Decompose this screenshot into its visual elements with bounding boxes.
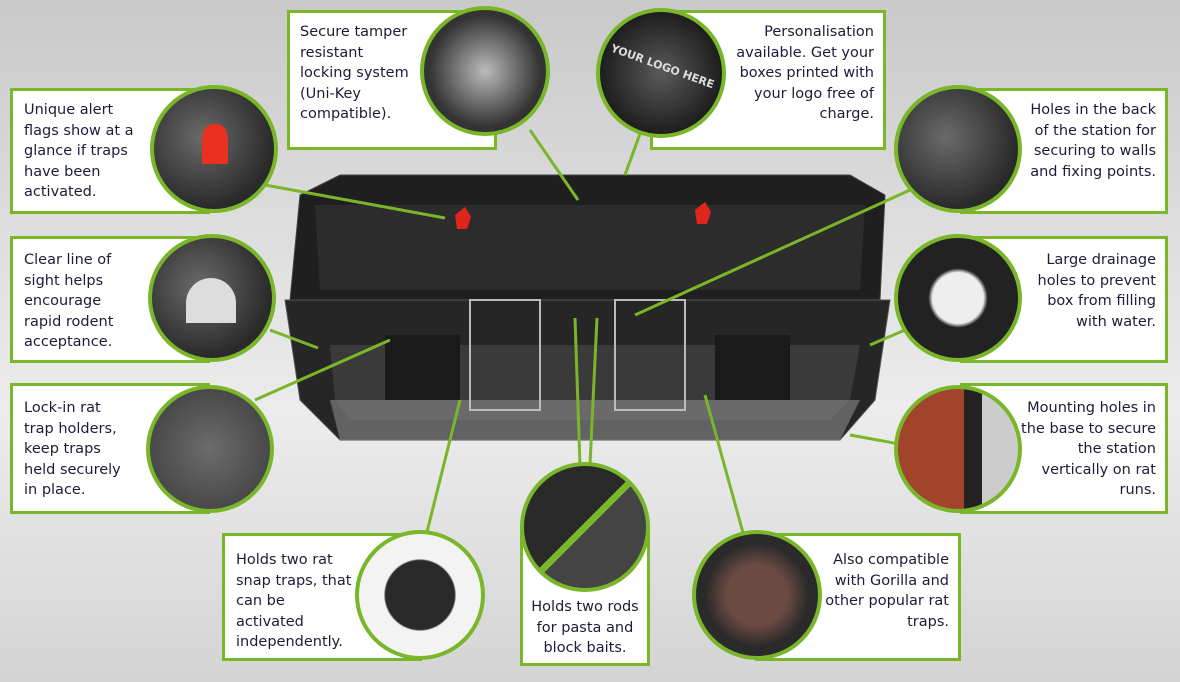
logo-photo: YOUR LOGO HERE xyxy=(596,8,726,138)
trap-holder xyxy=(715,335,790,400)
callout-back-holes-text: Holes in the back of the station for sec… xyxy=(1030,102,1156,180)
snap-trap xyxy=(614,299,686,411)
locking-photo xyxy=(420,6,550,136)
callout-line-of-sight-text: Clear line of sight helps encourage rapi… xyxy=(24,252,114,350)
callout-two-traps-text: Holds two rat snap traps, that can be ac… xyxy=(236,552,352,650)
callout-alert-flags-text: Unique alert flags show at a glance if t… xyxy=(24,102,134,200)
two-traps-photo xyxy=(355,530,485,660)
leader-lines xyxy=(254,119,911,541)
callout-tamper-text: Secure tamper resistant locking system (… xyxy=(300,24,409,122)
alert-flag xyxy=(695,202,711,224)
logo-print-text: YOUR LOGO HERE xyxy=(609,41,716,92)
back-holes-photo xyxy=(894,85,1022,213)
callout-compatible-text: Also compatible with Gorilla and other p… xyxy=(825,552,949,630)
alert-flag-icon xyxy=(202,124,228,164)
callout-personalisation-text: Personalisation available. Get your boxe… xyxy=(736,24,874,122)
entrance-photo xyxy=(148,234,276,362)
entrance-hole xyxy=(186,278,236,323)
mounting-photo xyxy=(894,385,1022,513)
trap-holder xyxy=(385,335,460,400)
alert-flag-photo xyxy=(150,85,278,213)
snap-trap xyxy=(469,299,541,411)
callout-lock-in-text: Lock-in rat trap holders, keep traps hel… xyxy=(24,400,121,498)
callout-drainage-text: Large drainage holes to prevent box from… xyxy=(1037,252,1157,330)
trap-holder-photo xyxy=(146,385,274,513)
callout-two-rods-text: Holds two rods for pasta and block baits… xyxy=(531,599,639,656)
alert-flag xyxy=(455,207,471,229)
drainage-photo xyxy=(894,234,1022,362)
gorilla-trap-photo xyxy=(692,530,822,660)
lid-inner xyxy=(315,205,865,290)
bait-rods-photo xyxy=(520,462,650,592)
callout-mounting-text: Mounting holes in the base to secure the… xyxy=(1021,400,1156,498)
